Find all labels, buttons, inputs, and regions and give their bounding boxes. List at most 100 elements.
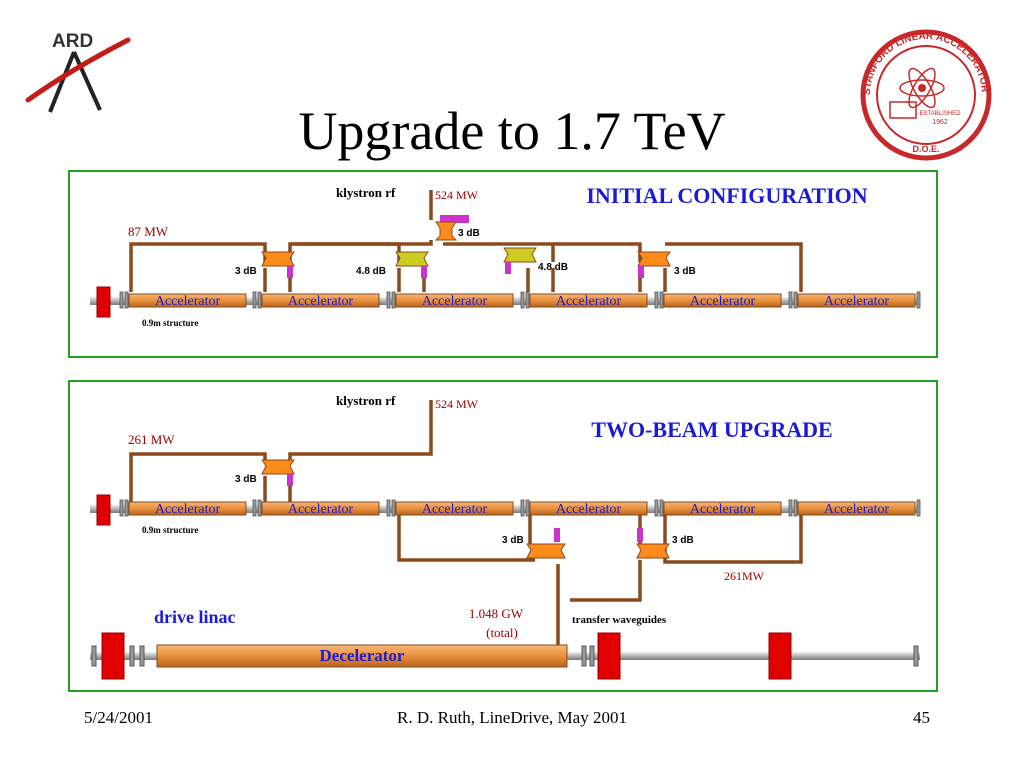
total-power-label: 1.048 GW [469,606,524,621]
upgrade-accelerator-label-4: Accelerator [556,502,622,517]
initial-accelerator-label-5: Accelerator [690,294,756,309]
initial-end-flange [916,291,921,309]
upgrade-flange [391,499,396,517]
slac-seal-doe: D.O.E. [912,144,939,154]
upgrade-accelerator-6 [797,501,916,516]
upgrade-flange [654,499,659,517]
slac-seal-established: ESTABLISHED [920,111,962,117]
upgrade-flange [788,499,793,517]
drive-beam-source [101,632,125,680]
initial-accelerator-label-3: Accelerator [422,294,488,309]
initial-accelerator-5 [663,293,782,308]
upgrade-heading: TWO-BEAM UPGRADE [591,417,832,442]
upgrade-accelerator-label-5: Accelerator [690,502,756,517]
ard-logo-icon: ARD [25,31,131,113]
slac-seal-icon: STANFORD LINEAR ACCELERATOR CENTER ESTAB… [0,0,1002,163]
initial-flange [119,291,124,309]
initial-hybrid-top-icon [434,215,469,241]
initial-beam-source [96,286,111,318]
initial-hybrid-right-label: 3 dB [674,266,696,277]
upgrade-accelerator-3 [395,501,514,516]
drive-linac-flanges [91,645,919,667]
upgrade-hybrid-bottom-left-icon [526,528,566,559]
footer-page-number: 45 [913,708,930,727]
upgrade-flange [257,499,262,517]
initial-flange [788,291,793,309]
upgrade-source-power: 524 MW [435,397,479,411]
initial-accelerator-row: Accelerator Accelerator Accelerator Acceler… [119,291,921,309]
upgrade-flange [525,499,530,517]
drive-linac-quad-1 [597,632,621,680]
drive-linac-label: drive linac [154,607,236,627]
upgrade-structure-note: 0.9m structure [142,525,198,535]
initial-heading: INITIAL CONFIGURATION [586,183,867,208]
initial-hybrid-midleft-icon [395,251,429,278]
ard-logo-text: ARD [52,31,93,52]
initial-hybrid-midleft-label: 4.8 dB [356,266,386,277]
total-note-label: (total) [486,625,518,640]
upgrade-flange [119,499,124,517]
initial-hybrid-right-icon [637,251,671,278]
upgrade-hybrid-top-icon [261,459,295,486]
initial-accelerator-4 [529,293,648,308]
footer-date: 5/24/2001 [84,708,153,727]
upgrade-klystron-label: klystron rf [336,393,396,408]
initial-accelerator-1 [128,293,247,308]
upgrade-accelerator-5 [663,501,782,516]
svg-text:STANFORD LINEAR ACCELERATOR CE: STANFORD LINEAR ACCELERATOR CENTER [0,0,990,95]
initial-flange [257,291,262,309]
initial-flange [525,291,530,309]
upgrade-flange [659,499,664,517]
initial-hybrid-midright-label: 4.8 dB [538,262,568,273]
upgrade-flange [252,499,257,517]
initial-accelerator-label-1: Accelerator [155,294,221,309]
upgrade-accelerator-4 [529,501,648,516]
initial-flange [252,291,257,309]
initial-hybrid-left-label: 3 dB [235,266,257,277]
initial-accelerator-2 [261,293,380,308]
upgrade-flange [124,499,129,517]
initial-hybrid-midright-icon [503,247,537,274]
initial-accelerator-label-6: Accelerator [824,294,890,309]
upgrade-end-flange [916,499,921,517]
upgrade-hybrid-bottom-left-label: 3 dB [502,535,524,546]
initial-flange [386,291,391,309]
slide-title: Upgrade to 1.7 TeV [298,101,726,161]
footer-author: R. D. Ruth, LineDrive, May 2001 [397,708,627,727]
slac-seal-ring-text: STANFORD LINEAR ACCELERATOR CENTER [0,0,990,95]
upgrade-hybrid-top-label: 3 dB [235,474,257,485]
initial-config-panel [68,170,938,358]
upgrade-accelerator-label-1: Accelerator [155,502,221,517]
initial-flange [659,291,664,309]
initial-hybrid-left-icon [261,251,295,278]
drive-linac-quad-2 [768,632,792,680]
initial-klystron-label: klystron rf [336,185,396,200]
decelerator-bar [156,644,568,668]
initial-source-power: 524 MW [435,188,479,202]
upgrade-hybrid-bottom-right-label: 3 dB [672,535,694,546]
initial-flange [520,291,525,309]
upgrade-hybrid-bottom-right-icon [636,528,670,559]
initial-flange [124,291,129,309]
initial-hybrid-top-label: 3 dB [458,228,480,239]
two-beam-upgrade-panel [68,380,938,692]
initial-accelerator-label-4: Accelerator [556,294,622,309]
initial-structure-power: 87 MW [128,224,169,239]
upgrade-beam-source [96,494,111,526]
initial-accelerator-label-2: Accelerator [288,294,354,309]
transfer-waveguides-label: transfer waveguides [572,614,667,626]
initial-accelerator-3 [395,293,514,308]
initial-flange [654,291,659,309]
upgrade-accelerator-label-2: Accelerator [288,502,354,517]
upgrade-accelerator-1 [128,501,247,516]
upgrade-accelerator-label-3: Accelerator [422,502,488,517]
slac-seal-year: 1962 [932,119,948,126]
upgrade-flange [386,499,391,517]
initial-structure-note: 0.9m structure [142,318,198,328]
upgrade-flange [793,499,798,517]
initial-flange [793,291,798,309]
upgrade-accelerator-2 [261,501,380,516]
upgrade-accelerator-label-6: Accelerator [824,502,890,517]
upgrade-bottom-power: 261MW [724,569,765,583]
